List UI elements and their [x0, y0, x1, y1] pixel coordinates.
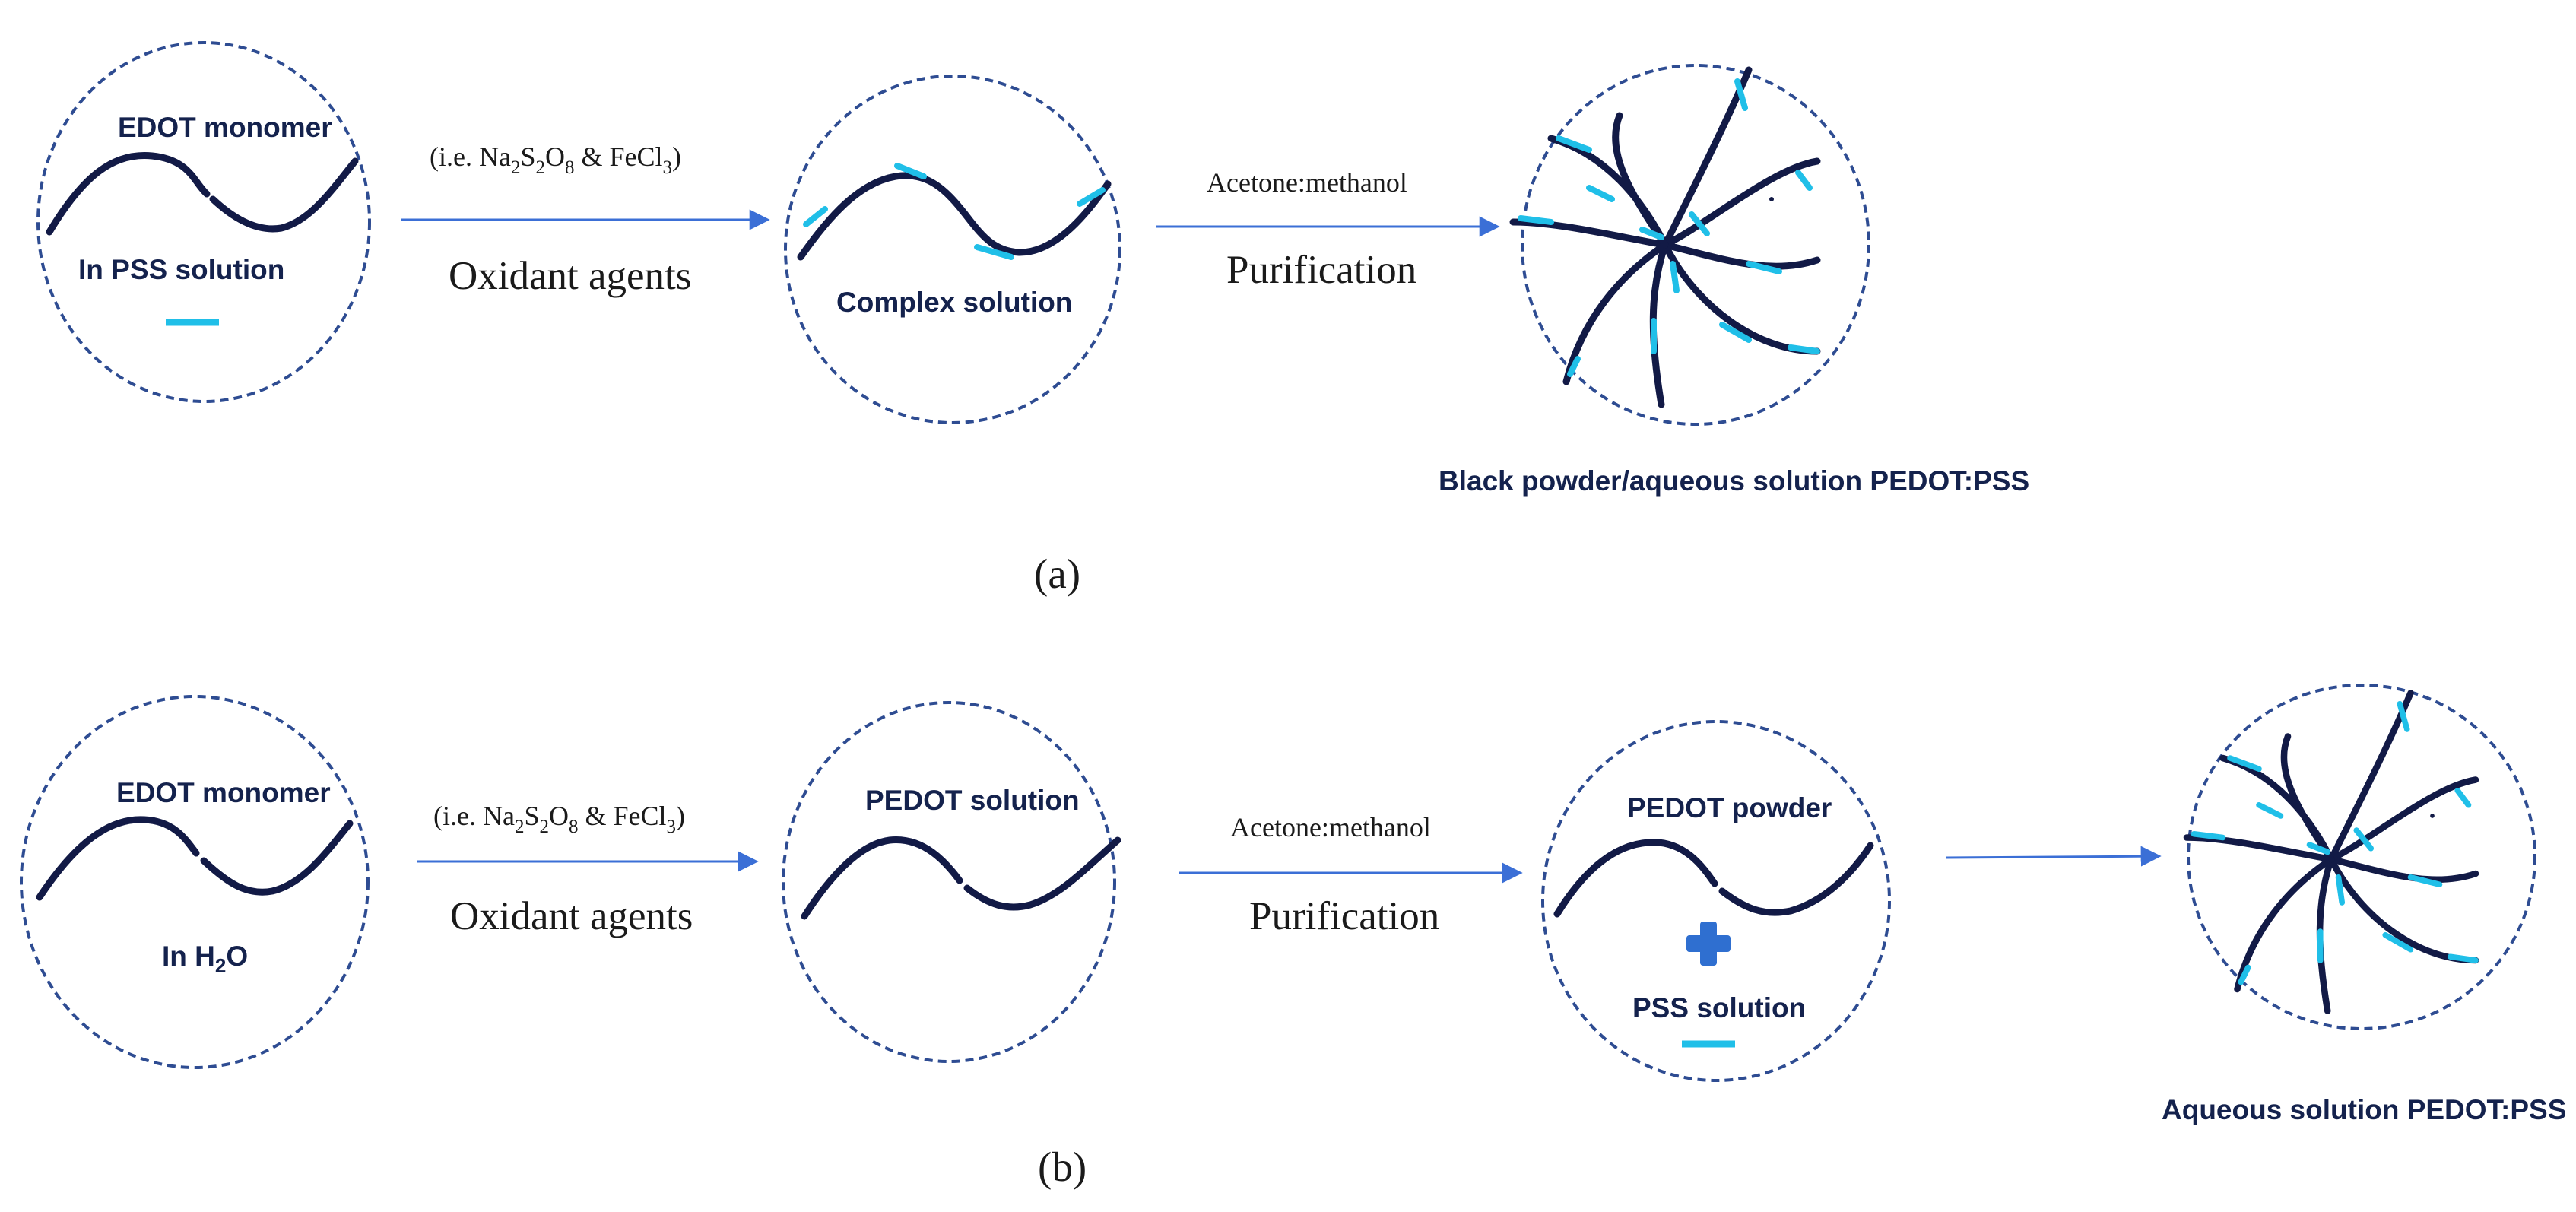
- a-oxidant-suffix: ): [672, 141, 681, 172]
- a-solvent-label: Acetone:methanol: [1207, 167, 1407, 198]
- b-step1-circle: [20, 695, 370, 1069]
- b-pedot-powder-label: PEDOT powder: [1627, 792, 1832, 823]
- b-step3-chain-left: [1553, 839, 1718, 918]
- a-oxidant-sub-o: 8: [565, 157, 575, 178]
- a-oxidant-o: O: [545, 141, 565, 172]
- a-step1-circle-group: EDOT monomer In PSS solution: [36, 41, 371, 403]
- a-step2-chain: [797, 172, 1112, 261]
- b-water-prefix: In H: [162, 941, 215, 972]
- a-step2-dopant: [803, 206, 828, 227]
- b-oxidant-sub-o: 8: [569, 817, 579, 837]
- b-purification-label: Purification: [1249, 894, 1439, 938]
- pedot-pss-complex-icon: [2187, 693, 2476, 1011]
- a-edot-monomer-label: EDOT monomer: [118, 112, 332, 143]
- a-step1-circle: [36, 41, 371, 403]
- b-aqueous-solution-label: Aqueous solution PEDOT:PSS: [2162, 1094, 2566, 1125]
- a-step2-circle: [784, 75, 1121, 424]
- b-reaction3-arrow: [1946, 846, 2162, 867]
- a-caption: (a): [1034, 550, 1080, 597]
- a-oxidant-sub-s: 2: [535, 157, 545, 178]
- b-oxidant-s: S: [524, 801, 539, 831]
- a-oxidant-prefix: (i.e. Na: [430, 141, 511, 172]
- a-oxidant-agents-label: Oxidant agents: [449, 254, 691, 298]
- a-step3-circle-group: Black powder/aqueous solution PEDOT:PSS: [1439, 64, 2029, 497]
- b-step2-chain-left: [801, 836, 963, 920]
- b-step2-circle-group: PEDOT solution: [782, 701, 1121, 1063]
- b-oxidant-sub-s: 2: [539, 817, 549, 837]
- b-oxidant-sub-na: 2: [515, 817, 525, 837]
- a-black-powder-label: Black powder/aqueous solution PEDOT:PSS: [1439, 465, 2029, 497]
- a-step2-dopant: [1077, 187, 1106, 207]
- panel-b: EDOT monomer In H2O (i.e. Na2S2O8 & FeCl…: [20, 684, 2566, 1190]
- panel-a: EDOT monomer In PSS solution (i.e. Na2S2…: [36, 41, 2029, 597]
- b-caption: (b): [1038, 1144, 1087, 1190]
- a-step1-chain-right: [209, 157, 359, 233]
- a-oxidant-formula: (i.e. Na2S2O8 & FeCl3): [430, 141, 681, 178]
- a-oxidant-sub-cl: 3: [663, 157, 673, 178]
- a-oxidant-sub-na: 2: [511, 157, 521, 178]
- b-oxidant-o: O: [549, 801, 569, 831]
- a-oxidant-s: S: [520, 141, 535, 172]
- a-pss-solution-label: In PSS solution: [78, 254, 284, 285]
- b-water-sub: 2: [215, 954, 226, 977]
- b-oxidant-prefix: (i.e. Na: [433, 801, 515, 831]
- a-oxidant-fe: & FeCl: [574, 141, 662, 172]
- a-step2-dopant: [894, 163, 927, 179]
- b-pss-solution-label: PSS solution: [1632, 992, 1806, 1023]
- a-purification-label: Purification: [1226, 248, 1416, 292]
- b-oxidant-agents-label: Oxidant agents: [450, 894, 693, 938]
- b-pedot-solution-label: PEDOT solution: [865, 785, 1080, 816]
- b-water-label: In H2O: [162, 941, 248, 977]
- a-complex-solution-label: Complex solution: [836, 287, 1072, 318]
- b-oxidant-fe: & FeCl: [578, 801, 666, 831]
- b-step3-circle-group: PEDOT powder PSS solution: [1541, 720, 1891, 1082]
- b-oxidant-suffix: ): [676, 801, 685, 831]
- plus-icon: [1686, 922, 1731, 966]
- pedot-pss-complex-icon: [1513, 70, 1817, 405]
- b-step1-chain-right: [200, 820, 354, 896]
- b-oxidant-sub-cl: 3: [667, 817, 677, 837]
- a-step2-dopant: [974, 244, 1014, 260]
- b-oxidant-formula: (i.e. Na2S2O8 & FeCl3): [433, 801, 685, 837]
- b-step4-circle-group: Aqueous solution PEDOT:PSS: [2162, 684, 2566, 1125]
- b-step3-circle: [1541, 720, 1891, 1082]
- b-water-suffix: O: [226, 941, 248, 972]
- b-step1-circle-group: EDOT monomer In H2O: [20, 695, 370, 1069]
- b-solvent-label: Acetone:methanol: [1230, 812, 1431, 842]
- b-step4-circle: [2187, 684, 2536, 1030]
- b-step1-chain-left: [36, 816, 200, 901]
- b-edot-monomer-label: EDOT monomer: [116, 777, 331, 808]
- a-step1-chain-left: [46, 151, 211, 236]
- a-step2-circle-group: Complex solution: [784, 75, 1121, 424]
- b-step2-circle: [782, 701, 1116, 1063]
- b-step3-chain-right: [1718, 842, 1874, 916]
- a-step3-circle: [1521, 64, 1870, 426]
- b-step2-chain-right: [963, 836, 1121, 911]
